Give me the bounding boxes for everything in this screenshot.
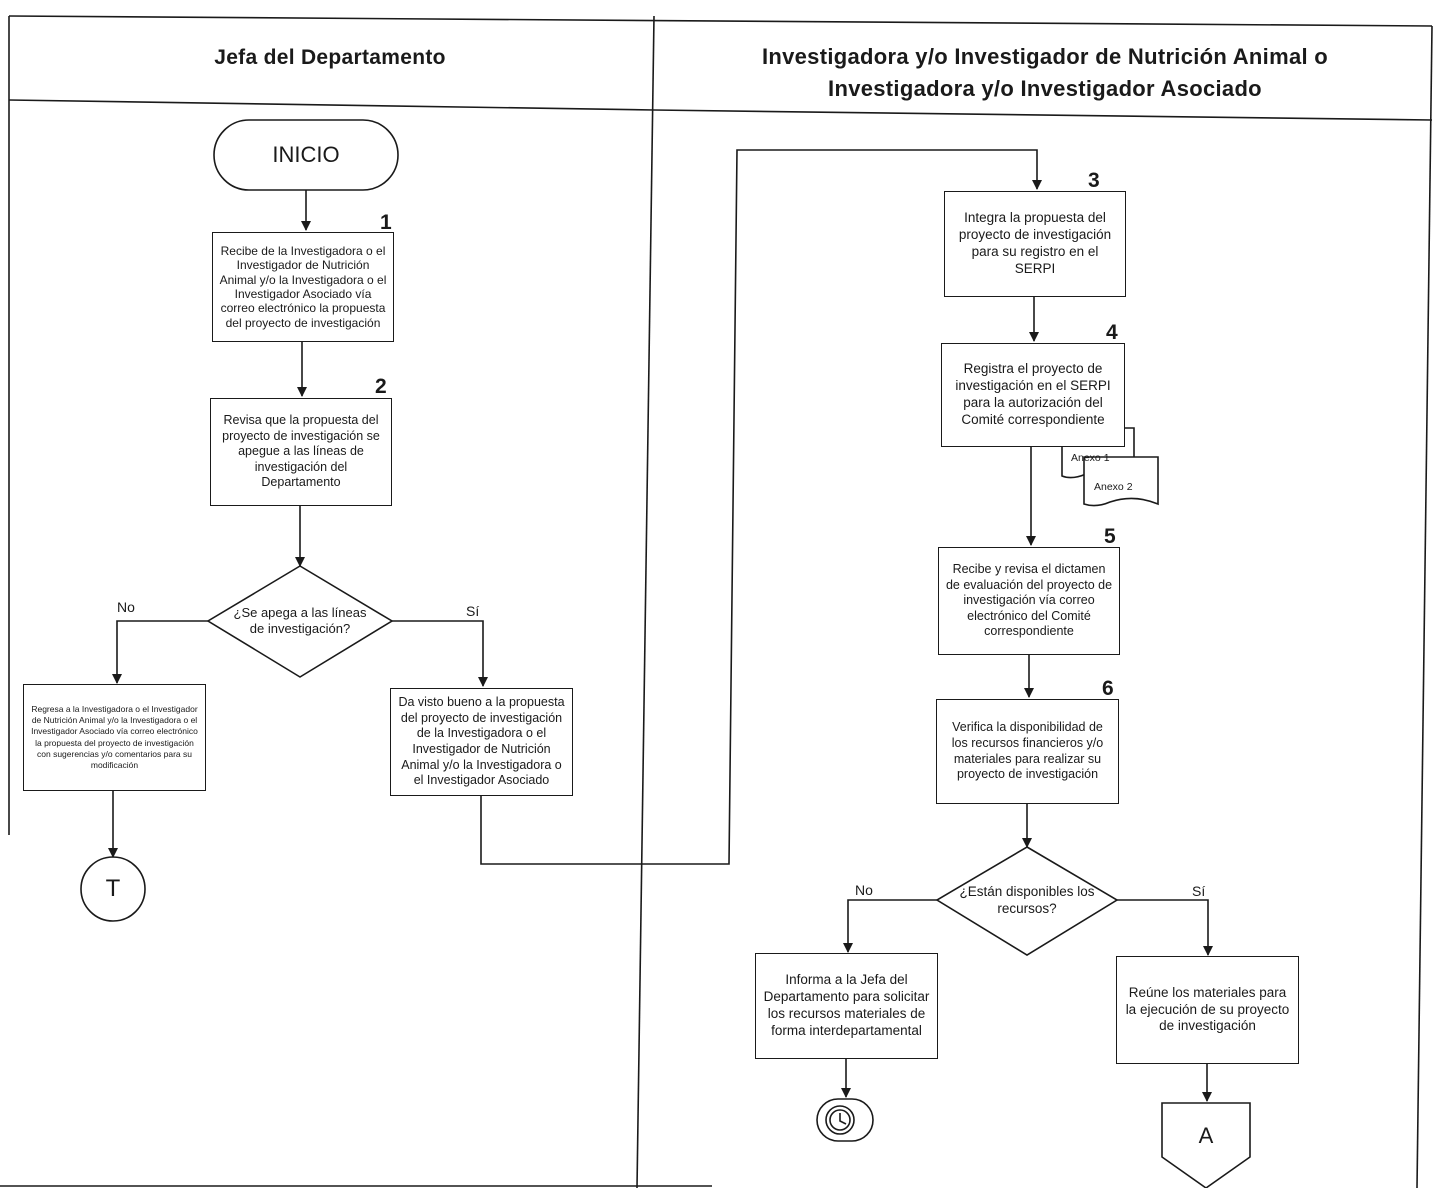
end-t-label: T: [105, 875, 121, 902]
step-number-1: 1: [380, 211, 392, 234]
decision-2-yes-label: Sí: [1192, 883, 1206, 899]
step-number-4: 4: [1106, 321, 1118, 344]
lane-title-investigador-line-1: Investigadora y/o Investigador de Nutric…: [761, 44, 1329, 69]
connector-arrow: [1117, 899, 1213, 956]
lane-title-investigador-line-2: Investigadora y/o Investigador Asociado: [828, 76, 1262, 101]
offpage-connector-a: [1161, 1102, 1251, 1188]
connector-arrow: [392, 620, 488, 687]
reune-box: Reúne los materiales para la ejecución d…: [1116, 956, 1299, 1064]
step-number-6: 6: [1102, 677, 1114, 700]
clock-icon: [825, 1105, 855, 1135]
connector-arrow: [480, 149, 1042, 865]
step-number-3: 3: [1088, 169, 1100, 192]
connector-arrow: [112, 620, 208, 684]
start-label: INICIO: [272, 142, 340, 168]
step-6-box: Verifica la disponibilidad de los recurs…: [936, 699, 1119, 804]
end-terminator-t: [80, 856, 146, 922]
decision-diamond-2: [935, 846, 1119, 956]
step-5-box: Recibe y revisa el dictamen de evaluació…: [938, 547, 1120, 655]
step-3-box: Integra la propuesta del proyecto de inv…: [944, 191, 1126, 297]
connector-a-label: A: [1198, 1123, 1214, 1149]
step-4-box: Registra el proyecto de investigación en…: [941, 343, 1125, 447]
step-1-box: Recibe de la Investigadora o el Investig…: [212, 232, 394, 342]
decision-1-text: ¿Se apega a las líneas de investigación?: [233, 604, 367, 636]
decision-2-no-label: No: [855, 882, 873, 898]
regresa-box: Regresa a la Investigadora o el Investig…: [23, 684, 206, 791]
wait-terminator: [816, 1098, 874, 1142]
step-2-box: Revisa que la propuesta del proyecto de …: [210, 398, 392, 506]
lane-divider: [1416, 25, 1433, 1188]
lane-divider: [636, 15, 655, 1188]
decision-diamond-1: [206, 565, 394, 678]
step-number-2: 2: [375, 375, 387, 398]
decision-1-yes-label: Sí: [466, 603, 480, 619]
lane-title-jefa: Jefa del Departamento: [214, 46, 446, 69]
visto-bueno-box: Da visto bueno a la propuesta del proyec…: [390, 688, 573, 796]
decision-2-text: ¿Están disponibles los recursos?: [959, 884, 1095, 916]
header-separator: [653, 109, 1433, 121]
lane-frame: [8, 15, 1433, 27]
decision-1-no-label: No: [117, 599, 135, 615]
informa-box: Informa a la Jefa del Departamento para …: [755, 953, 938, 1059]
document-anexo-2-label: Anexo 2: [1094, 481, 1133, 493]
header-separator: [8, 99, 655, 111]
step-number-5: 5: [1104, 525, 1116, 548]
connector-arrow: [843, 899, 937, 953]
document-anexo-2: [1083, 456, 1159, 507]
document-anexo-1-label: Anexo 1: [1071, 452, 1110, 464]
